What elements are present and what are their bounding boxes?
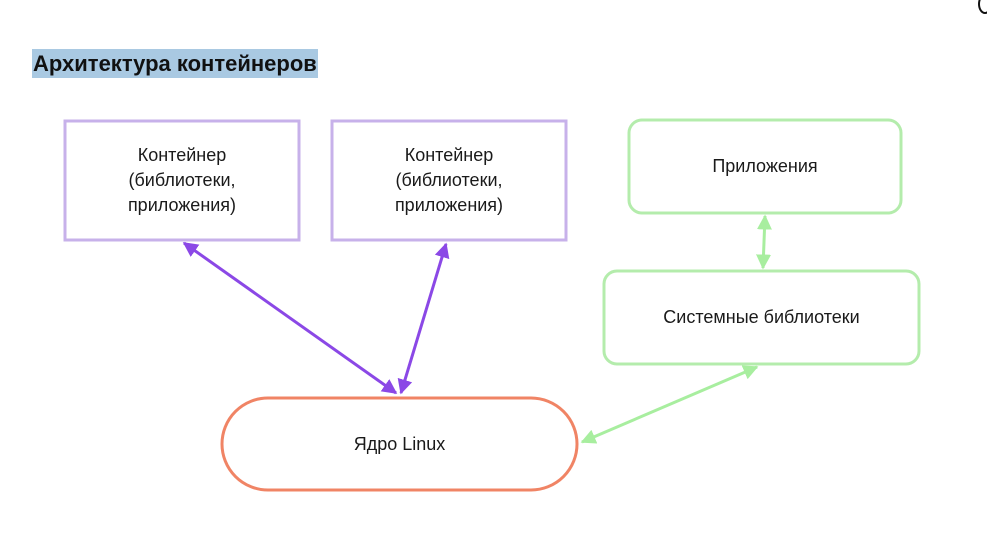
- syslibs-box: [602, 269, 921, 366]
- apps-box: [627, 118, 903, 215]
- container-label-1: Контейнер (библиотеки, приложения): [65, 121, 299, 240]
- container-box-2: [330, 119, 568, 242]
- syslibs-label: Системные библиотеки: [663, 307, 860, 327]
- kernel-box: [220, 396, 579, 492]
- edge-container2-kernel: [397, 242, 450, 395]
- container-label-line: (библиотеки,: [128, 170, 236, 190]
- container-label-line: приложения): [127, 195, 237, 215]
- edge-syslibs-kernel: [580, 365, 759, 444]
- apps-label: Приложения: [712, 156, 818, 176]
- container-label-line: (библиотеки,: [395, 170, 503, 190]
- corner-mark-icon: [978, 0, 987, 14]
- container-box-1: [63, 119, 301, 242]
- edge-apps-syslibs: [756, 214, 772, 270]
- page-title: Архитектура контейнеров: [32, 49, 318, 78]
- kernel-label: Ядро Linux: [353, 433, 446, 454]
- container-label-line: Контейнер: [404, 145, 494, 165]
- container-label-2: Контейнер (библиотеки, приложения): [332, 121, 566, 240]
- container-label-line: Контейнер: [137, 145, 227, 165]
- edge-container1-kernel: [182, 241, 398, 395]
- container-label-line: приложения): [394, 195, 504, 215]
